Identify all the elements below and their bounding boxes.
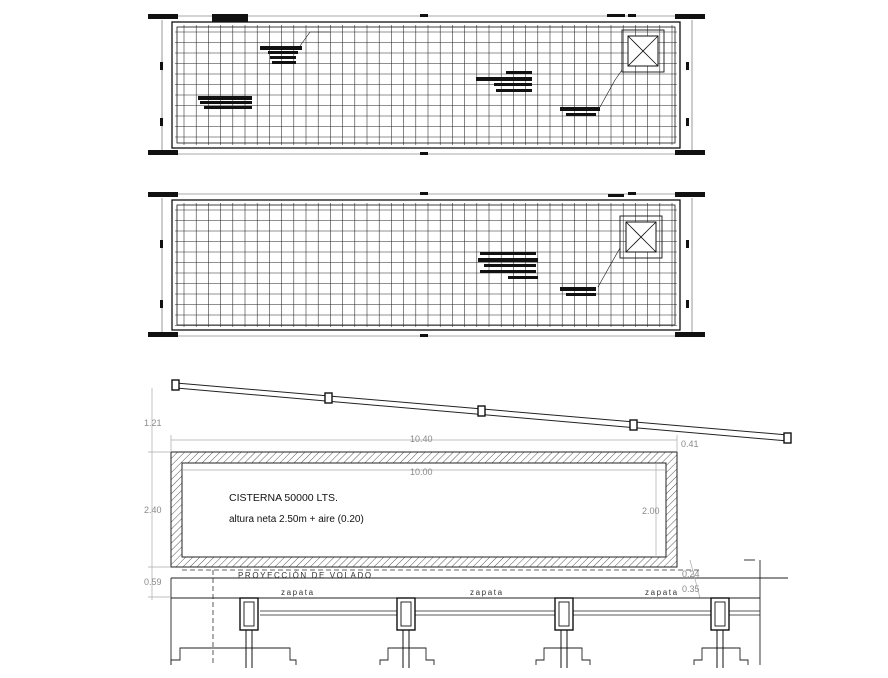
annotation-tag	[566, 293, 596, 296]
dimension-tick	[420, 192, 428, 195]
annotation-tag	[494, 83, 532, 86]
column-head	[396, 597, 416, 631]
annotation-tag	[204, 106, 252, 109]
dimension-tick	[628, 192, 636, 195]
outer-length-dim: 10.40	[410, 434, 433, 444]
tank-section: 1.21 2.40 0.59 10.40 10.00 0.41 2.00 CIS…	[144, 379, 792, 668]
support-block	[675, 192, 705, 197]
support-block	[675, 150, 705, 155]
top-reinforcement-plan	[148, 14, 705, 155]
footing-label: zapata	[470, 588, 504, 597]
manhole-frame	[621, 29, 665, 73]
column-core	[714, 601, 726, 627]
slab-top-dim: 0.24	[682, 569, 700, 579]
dimension-tick	[160, 240, 163, 248]
support-block	[675, 332, 705, 337]
dimension-tick	[420, 14, 428, 17]
dimension-tick	[686, 240, 689, 248]
column-head	[710, 597, 730, 631]
annotation-tag	[212, 14, 248, 22]
annotation-tag	[496, 89, 532, 92]
support-block	[148, 150, 178, 155]
tank-wall-hatched	[170, 451, 678, 568]
annotation-tag	[560, 107, 600, 111]
support-block	[148, 14, 178, 19]
annotation-tag	[608, 194, 624, 197]
roof-purlin	[783, 432, 792, 444]
dimension-tick	[686, 118, 689, 126]
dimension-tick	[160, 62, 163, 70]
footing-label: zapata	[281, 588, 315, 597]
footing-height-dim: 0.59	[144, 577, 162, 587]
tank-note: altura neta 2.50m + aire (0.20)	[229, 514, 364, 525]
support-block	[675, 14, 705, 19]
dimension-tick	[628, 14, 636, 17]
inner-height-dim: 2.00	[642, 506, 660, 516]
column-core	[400, 601, 412, 627]
annotation-tag	[260, 46, 302, 50]
inner-length-dim: 10.00	[410, 467, 433, 477]
leader-line	[597, 247, 621, 288]
leader-line	[599, 69, 623, 108]
annotation-tag	[560, 287, 596, 291]
annotation-tag	[268, 51, 298, 54]
dimension-tick	[160, 118, 163, 126]
overhang-dim: 0.41	[681, 439, 699, 449]
roof-purlin	[171, 379, 180, 391]
dimension-tick	[686, 300, 689, 308]
annotation-tag	[198, 96, 252, 100]
annotation-tag	[480, 270, 536, 273]
annotation-tag	[508, 276, 538, 279]
manhole-cross	[625, 221, 657, 253]
projection-label: PROYECCIÓN DE VOLADO	[238, 571, 373, 580]
annotation-tag	[480, 252, 536, 255]
annotation-tag	[200, 101, 252, 104]
outer-height-dim: 2.40	[144, 505, 162, 515]
roof-height-dim: 1.21	[144, 418, 162, 428]
support-block	[148, 192, 178, 197]
column-core	[243, 601, 255, 627]
tank-title: CISTERNA 50000 LTS.	[229, 492, 338, 504]
roof-purlin	[629, 419, 638, 431]
annotation-tag	[270, 56, 296, 59]
roof-purlin	[477, 405, 486, 417]
middle-reinforcement-plan	[148, 192, 705, 337]
annotation-tag	[484, 264, 536, 267]
dimension-tick	[420, 334, 428, 337]
footing-label: zapata	[645, 588, 679, 597]
support-block	[148, 332, 178, 337]
leader-line	[299, 31, 330, 47]
column-core	[558, 601, 570, 627]
dimension-tick	[686, 62, 689, 70]
column-head	[554, 597, 574, 631]
slab-outline	[171, 199, 681, 331]
annotation-tag	[272, 61, 296, 64]
manhole-frame	[619, 215, 663, 259]
slab-inner-outline	[176, 204, 676, 326]
annotation-tag	[607, 14, 625, 17]
dimension-tick	[160, 300, 163, 308]
slab-inner-outline	[176, 26, 676, 144]
slab-bottom-dim: 0.35	[682, 584, 700, 594]
annotation-tag	[478, 258, 538, 262]
annotation-tag	[566, 113, 596, 116]
slab-outline	[171, 21, 681, 149]
annotation-tag	[476, 77, 532, 81]
dimension-tick	[420, 152, 428, 155]
roof-purlin	[324, 392, 333, 404]
column-head	[239, 597, 259, 631]
annotation-tag	[506, 71, 532, 74]
manhole-cross	[627, 35, 659, 67]
